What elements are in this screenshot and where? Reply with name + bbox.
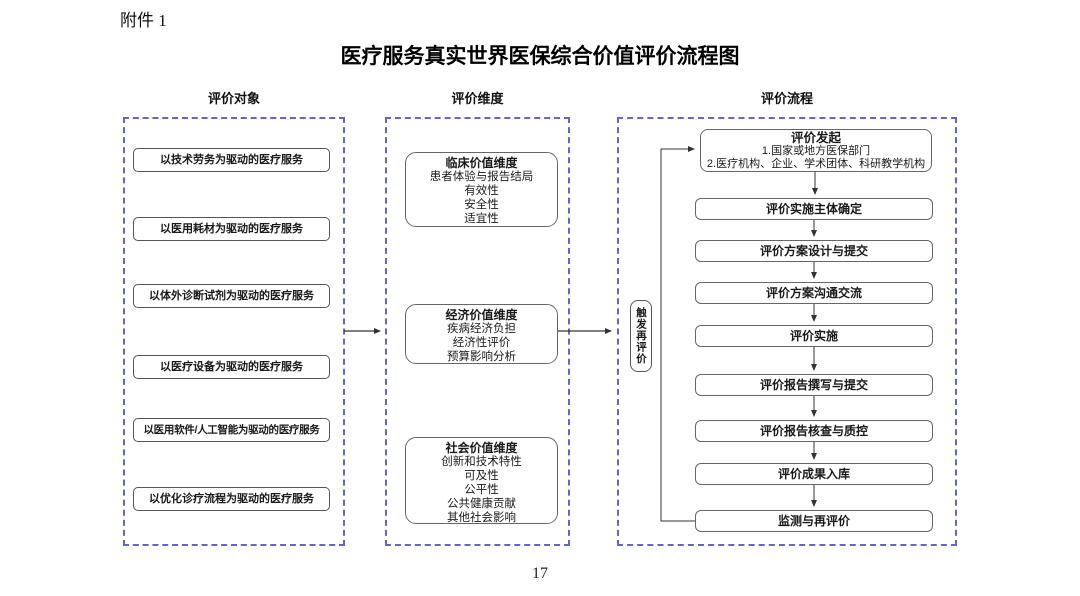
- dimension-line: 创新和技术特性: [441, 456, 522, 468]
- process-step-title: 评价发起: [790, 131, 841, 145]
- process-step-line: 2.医疗机构、企业、学术团体、科研教学机构: [706, 158, 926, 170]
- column-header-dimensions: 评价维度: [451, 91, 504, 106]
- process-box-implementer-determination: 评价实施主体确定: [695, 198, 933, 220]
- feedback-loop-line: [660, 146, 695, 522]
- page-number: 17: [532, 565, 548, 582]
- process-container: [617, 117, 957, 546]
- dimension-line: 有效性: [464, 185, 499, 197]
- process-box-monitoring-reevaluation: 监测与再评价: [695, 510, 933, 532]
- process-box-plan-design-submission: 评价方案设计与提交: [695, 240, 933, 262]
- process-box-results-archiving: 评价成果入库: [695, 463, 933, 485]
- dimension-title: 经济价值维度: [445, 308, 518, 322]
- dimension-line: 经济性评价: [452, 337, 511, 349]
- dimension-line: 其他社会影响: [447, 512, 516, 524]
- dimension-box-social: 社会价值维度 创新和技术特性 可及性 公平性 公共健康贡献 其他社会影响: [405, 437, 558, 524]
- object-box-medical-consumables: 以医用耗材为驱动的医疗服务: [133, 217, 330, 241]
- dimension-line: 公共健康贡献: [447, 498, 516, 510]
- dimension-box-clinical: 临床价值维度 患者体验与报告结局 有效性 安全性 适宜性: [405, 152, 558, 227]
- object-box-ivd-reagents: 以体外诊断试剂为驱动的医疗服务: [133, 284, 330, 308]
- page-title: 医疗服务真实世界医保综合价值评价流程图: [340, 44, 740, 68]
- process-box-plan-communication: 评价方案沟通交流: [695, 282, 933, 304]
- object-box-technical-labor: 以技术劳务为驱动的医疗服务: [133, 148, 330, 172]
- process-step-line: 1.国家或地方医保部门: [761, 145, 871, 157]
- dimension-title: 临床价值维度: [445, 156, 518, 170]
- object-box-optimized-procedure: 以优化诊疗流程为驱动的医疗服务: [133, 487, 330, 511]
- column-header-objects: 评价对象: [207, 91, 260, 106]
- dimension-box-economic: 经济价值维度 疾病经济负担 经济性评价 预算影响分析: [405, 304, 558, 364]
- dimension-title: 社会价值维度: [445, 441, 518, 455]
- object-box-medical-equipment: 以医疗设备为驱动的医疗服务: [133, 355, 330, 379]
- dimension-line: 适宜性: [464, 213, 499, 225]
- process-box-initiation: 评价发起 1.国家或地方医保部门 2.医疗机构、企业、学术团体、科研教学机构: [700, 129, 932, 172]
- column-header-process: 评价流程: [760, 91, 813, 106]
- dimension-line: 公平性: [464, 484, 499, 496]
- process-box-implementation: 评价实施: [695, 325, 933, 347]
- trigger-reevaluation-box: 触发再评价: [630, 300, 652, 372]
- dimension-line: 可及性: [464, 470, 499, 482]
- process-box-report-check-qc: 评价报告核查与质控: [695, 420, 933, 442]
- dimension-line: 预算影响分析: [447, 351, 516, 363]
- object-box-software-ai: 以医用软件/人工智能为驱动的医疗服务: [133, 418, 330, 442]
- dimension-line: 疾病经济负担: [447, 323, 516, 335]
- attachment-label: 附件 1: [120, 11, 167, 30]
- dimension-line: 安全性: [464, 199, 499, 211]
- dimension-line: 患者体验与报告结局: [429, 171, 534, 183]
- process-box-report-writing-submission: 评价报告撰写与提交: [695, 374, 933, 396]
